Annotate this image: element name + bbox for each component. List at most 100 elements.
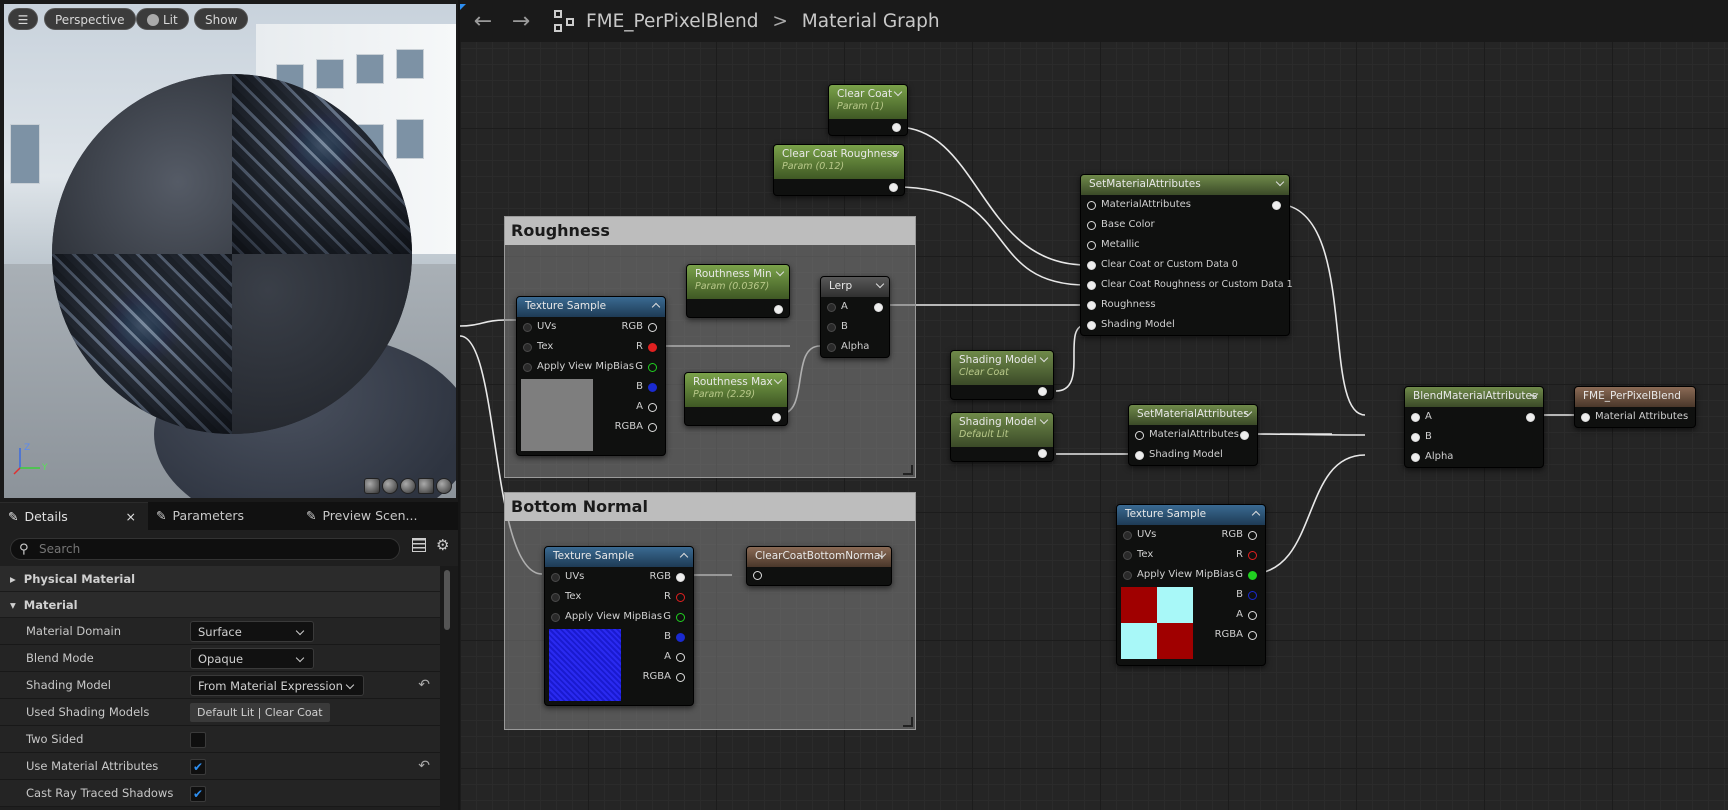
resize-handle[interactable] (903, 465, 913, 475)
output-pin[interactable] (1272, 201, 1281, 210)
shading-model-dropdown[interactable]: From Material Expression (190, 675, 364, 696)
row-label: Cast Ray Traced Shadows (26, 786, 174, 800)
sphere-icon[interactable] (382, 478, 398, 494)
output-pin[interactable] (1526, 413, 1535, 422)
material-domain-dropdown[interactable]: Surface (190, 621, 314, 642)
texture-thumbnail (1121, 587, 1193, 659)
node-texture-sample-mask[interactable]: Texture Sample UVs Tex Apply View MipBia… (1116, 504, 1266, 666)
output-pin[interactable] (1038, 449, 1047, 458)
details-panel: ▸ Physical Material ▾ Material Material … (0, 566, 440, 810)
output-pin[interactable] (874, 303, 883, 312)
use-material-attributes-checkbox[interactable]: ✔ (190, 759, 206, 775)
show-button[interactable]: Show (194, 8, 249, 30)
teapot-icon[interactable] (436, 478, 452, 494)
output-pin[interactable] (772, 413, 781, 422)
axis-z-label: Z (24, 443, 30, 453)
row-use-material-attributes: Use Material Attributes ✔ ↶ (0, 753, 440, 780)
resize-handle[interactable] (903, 717, 913, 727)
chevron-down-icon[interactable] (1275, 177, 1285, 187)
close-icon[interactable]: × (125, 508, 136, 524)
chevron-up-icon[interactable] (1251, 510, 1261, 520)
reset-to-default-icon[interactable]: ↶ (418, 758, 430, 774)
comment-title: Bottom Normal (505, 493, 915, 521)
category-material[interactable]: ▾ Material (0, 592, 440, 618)
perspective-button[interactable]: Perspective (44, 8, 136, 30)
tab-preview-scene[interactable]: ✎ Preview Scen... (298, 502, 458, 530)
axis-y-label: Y (41, 463, 48, 473)
chevron-right-icon: ▸ (10, 572, 16, 586)
node-material-output[interactable]: FME_PerPixelBlend Material Attributes (1574, 386, 1696, 428)
lit-button[interactable]: Lit (136, 8, 189, 30)
output-pin[interactable] (889, 183, 898, 192)
lit-icon (147, 14, 159, 26)
node-lerp[interactable]: Lerp A B Alpha (820, 276, 890, 358)
pencil-icon: ✎ (8, 508, 19, 524)
search-box: ⚲ (10, 538, 400, 560)
breadcrumb: FME_PerPixelBlend > Material Graph (586, 11, 940, 32)
category-physical-material[interactable]: ▸ Physical Material (0, 566, 440, 592)
search-icon: ⚲ (19, 542, 29, 557)
details-scrollbar[interactable] (442, 566, 452, 810)
scrollbar-thumb[interactable] (444, 570, 450, 630)
tab-parameters[interactable]: ✎ Parameters (148, 502, 298, 530)
chevron-up-icon[interactable] (651, 302, 661, 312)
chevron-down-icon: ▾ (10, 598, 16, 612)
axis-gizmo: Z Y (13, 443, 48, 475)
row-shading-model: Shading Model From Material Expression ↶ (0, 672, 440, 699)
cast-ray-traced-shadows-checkbox[interactable]: ✔ (190, 786, 206, 802)
node-clear-coat-bottom-normal[interactable]: ClearCoatBottomNormal (746, 546, 892, 586)
breadcrumb-material[interactable]: FME_PerPixelBlend (586, 10, 759, 32)
chevron-up-icon[interactable] (679, 552, 689, 562)
pencil-icon: ✎ (156, 508, 167, 523)
tab-details[interactable]: ✎ Details × (0, 502, 148, 530)
node-set-material-attributes-1[interactable]: SetMaterialAttributes MaterialAttributes… (1080, 174, 1293, 336)
blend-mode-dropdown[interactable]: Opaque (190, 648, 314, 669)
chevron-down-icon[interactable] (893, 87, 903, 97)
node-blend-material-attributes[interactable]: BlendMaterialAttributes A B Alpha (1404, 386, 1544, 468)
table-view-icon[interactable] (412, 538, 426, 552)
output-pin[interactable] (1038, 387, 1047, 396)
node-texture-sample-bottom-normal[interactable]: Texture Sample UVs Tex Apply View MipBia… (544, 546, 694, 706)
forward-arrow-icon[interactable]: → (511, 8, 531, 34)
node-texture-sample-roughness[interactable]: Texture Sample UVs Tex Apply View MipBia… (516, 296, 666, 456)
breadcrumb-graph: Material Graph (801, 10, 940, 32)
output-pin[interactable] (1240, 431, 1249, 440)
viewport-menu-button[interactable]: ☰ (8, 8, 38, 30)
output-pin[interactable] (892, 123, 901, 132)
texture-thumbnail (521, 379, 593, 451)
preview-sphere (52, 74, 412, 434)
chevron-down-icon[interactable] (875, 279, 885, 289)
graph-icon (554, 10, 576, 32)
row-label: Two Sided (26, 732, 84, 746)
two-sided-checkbox[interactable] (190, 732, 206, 748)
output-pin[interactable] (774, 305, 783, 314)
cube-icon[interactable] (418, 478, 434, 494)
search-row: ⚲ ⚙ (0, 530, 458, 566)
reset-to-default-icon[interactable]: ↶ (418, 677, 430, 693)
graph-header: ← → FME_PerPixelBlend > Material Graph (460, 0, 1728, 42)
preview-viewport[interactable]: ☰ Perspective Lit Show Z Y (4, 4, 456, 498)
back-arrow-icon[interactable]: ← (473, 8, 493, 34)
row-cast-ray-traced-shadows: Cast Ray Traced Shadows ✔ (0, 780, 440, 807)
chevron-down-icon[interactable] (1039, 353, 1049, 363)
comment-title: Roughness (505, 217, 915, 245)
cylinder-icon[interactable] (364, 478, 380, 494)
input-pin[interactable] (753, 571, 762, 580)
gear-icon[interactable]: ⚙ (436, 536, 450, 554)
search-input[interactable] (39, 542, 339, 556)
row-material-domain: Material Domain Surface (0, 618, 440, 645)
plane-icon[interactable] (400, 478, 416, 494)
chevron-down-icon[interactable] (1039, 415, 1049, 425)
node-set-material-attributes-2[interactable]: SetMaterialAttributes MaterialAttributes… (1128, 404, 1258, 466)
row-label: Used Shading Models (26, 705, 150, 719)
chevron-down-icon[interactable] (775, 267, 785, 277)
chevron-down-icon[interactable] (773, 375, 783, 385)
details-tab-bar: ✎ Details × ✎ Parameters ✎ Preview Scen.… (0, 502, 458, 530)
